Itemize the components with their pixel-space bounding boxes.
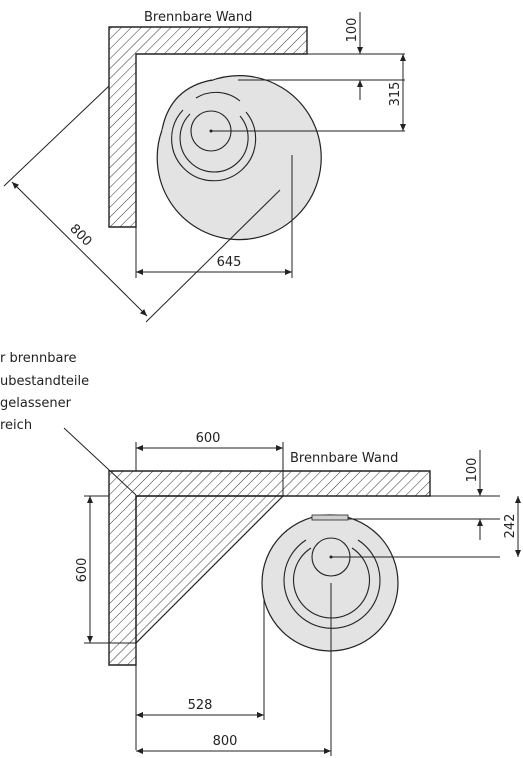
dim-528: 528	[188, 698, 213, 713]
dim-100-1: 100	[345, 18, 360, 43]
dim-600-top: 600	[196, 431, 221, 446]
dim-645: 645	[217, 255, 242, 270]
note-line-4: reich	[0, 418, 32, 433]
stove-top-view-icon	[156, 75, 322, 241]
dim-600-left: 600	[75, 558, 90, 583]
dim-315: 315	[388, 82, 403, 107]
note-line-1: r brennbare	[0, 351, 77, 366]
wall-label-2: Brennbare Wand	[290, 451, 398, 466]
dim-800-diagonal: 800	[66, 221, 94, 249]
non-combustible-zone	[135, 495, 285, 645]
dim-100-2: 100	[465, 458, 480, 483]
diagram-1: Brennbare Wand 100 315 645	[3, 10, 406, 323]
dim-242: 242	[503, 514, 518, 539]
wall-label-1: Brennbare Wand	[144, 10, 252, 25]
diagram-2: r brennbare ubestandteile gelassener rei…	[0, 351, 521, 756]
note-line-3: gelassener	[0, 396, 72, 411]
note-line-2: ubestandteile	[0, 374, 89, 389]
stove-top-view-icon	[261, 514, 399, 652]
dim-800-bottom: 800	[213, 734, 238, 749]
